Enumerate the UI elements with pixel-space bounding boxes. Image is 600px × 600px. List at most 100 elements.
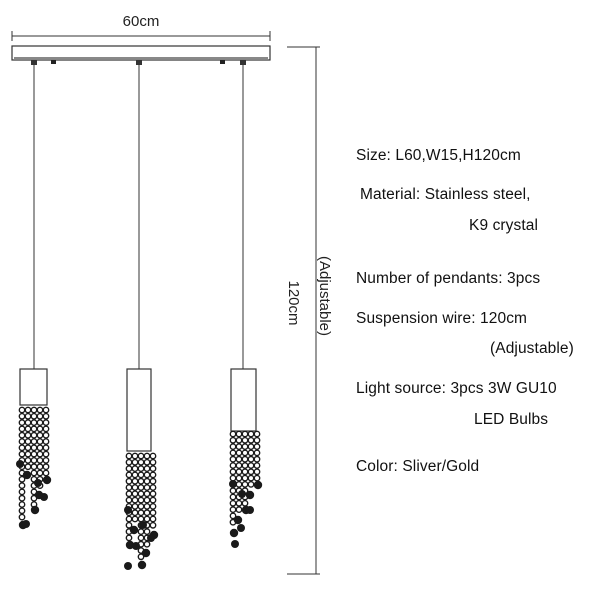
crystal-bead — [131, 509, 139, 517]
crystal-bead — [36, 438, 44, 445]
crystal-bead — [149, 502, 157, 510]
crystal-bead — [149, 465, 157, 472]
crystal-bead — [42, 419, 50, 426]
crystal-bead — [143, 528, 151, 535]
crystal-drop — [233, 515, 243, 525]
crystal-bead — [235, 462, 243, 469]
crystal-bead — [253, 455, 261, 463]
height-label: 120cm — [285, 280, 302, 325]
crystal-bead — [30, 425, 38, 433]
spec-color: Color: Sliver/Gold — [356, 458, 480, 475]
crystal-bead — [36, 450, 44, 458]
crystal-drop — [238, 490, 246, 498]
crystal-bead — [36, 456, 44, 464]
crystal-bead — [42, 444, 50, 452]
crystal-bead — [241, 430, 249, 438]
crystal-bead — [149, 452, 157, 460]
crystal-bead — [143, 502, 151, 510]
crystal-bead — [229, 493, 237, 501]
crystal-strands-right — [229, 430, 263, 548]
crystal-bead — [229, 512, 237, 520]
crystal-bead — [253, 474, 261, 482]
crystal-bead — [125, 534, 133, 542]
crystal-bead — [42, 431, 50, 439]
crystal-bead — [18, 507, 26, 515]
crystal-bead — [149, 477, 157, 485]
crystal-bead — [149, 458, 157, 466]
crystal-drop — [124, 562, 132, 570]
spec-wire: Suspension wire: 120cm — [356, 310, 528, 327]
crystal-bead — [137, 490, 145, 498]
lamp-body-left — [19, 368, 48, 406]
crystal-bead — [30, 444, 38, 452]
crystal-bead — [229, 443, 237, 450]
crystal-bead — [229, 430, 237, 438]
crystal-bead — [125, 490, 133, 498]
crystal-bead — [131, 465, 139, 472]
crystal-bead — [18, 412, 26, 420]
crystal-bead — [30, 406, 38, 414]
crystal-drop — [22, 520, 30, 528]
crystal-bead — [42, 456, 50, 464]
spec-light-source-cont: LED Bulbs — [474, 411, 549, 428]
crystal-bead — [253, 468, 261, 476]
crystal-bead — [18, 406, 26, 414]
crystal-bead — [18, 475, 26, 483]
crystal-bead — [143, 484, 151, 491]
crystal-bead — [149, 484, 157, 491]
crystal-bead — [42, 469, 50, 477]
crystal-bead — [24, 444, 32, 452]
crystal-bead — [143, 471, 151, 479]
crystal-bead — [36, 469, 44, 477]
crystal-bead — [235, 455, 243, 463]
crystal-bead — [137, 484, 145, 491]
crystal-bead — [18, 419, 26, 426]
crystal-bead — [143, 452, 151, 460]
crystal-bead — [137, 465, 145, 472]
crystal-bead — [143, 515, 151, 523]
crystal-bead — [18, 513, 26, 521]
crystal-bead — [125, 471, 133, 479]
crystal-bead — [24, 450, 32, 458]
crystal-bead — [241, 455, 249, 463]
crystal-bead — [137, 509, 145, 517]
crystal-bead — [241, 443, 249, 450]
crystal-drop — [42, 475, 52, 485]
crystal-bead — [137, 496, 145, 504]
crystal-drop — [132, 542, 140, 550]
crystal-bead — [30, 431, 38, 439]
crystal-bead — [253, 430, 261, 438]
crystal-bead — [137, 452, 145, 460]
crystal-drop — [137, 560, 147, 570]
crystal-drop — [124, 506, 132, 514]
crystal-bead — [229, 487, 237, 495]
crystal-drop — [141, 548, 151, 558]
crystal-bead — [125, 515, 133, 523]
crystal-bead — [241, 480, 249, 488]
crystal-drop — [237, 524, 245, 532]
crystal-bead — [229, 455, 237, 463]
crystal-bead — [18, 494, 26, 502]
crystal-bead — [149, 490, 157, 498]
spec-material: Material: Stainless steel, — [360, 186, 531, 203]
spec-light-source: Light source: 3pcs 3W GU10 — [356, 380, 557, 397]
crystal-bead — [143, 477, 151, 485]
height-dimension: 120cm (Adjustable) — [285, 46, 333, 575]
crystal-bead — [253, 449, 261, 457]
crystal-bead — [125, 452, 133, 460]
crystal-bead — [36, 431, 44, 439]
canopy-screw-right — [220, 60, 225, 64]
crystal-bead — [247, 443, 255, 450]
crystal-bead — [131, 502, 139, 510]
crystal-bead — [125, 484, 133, 491]
crystal-strands-left — [16, 406, 52, 530]
crystal-bead — [18, 501, 26, 508]
width-label: 60cm — [123, 13, 160, 30]
crystal-bead — [143, 509, 151, 517]
crystal-bead — [229, 462, 237, 469]
crystal-bead — [241, 468, 249, 476]
crystal-bead — [30, 419, 38, 426]
width-dimension: 60cm — [11, 13, 271, 41]
crystal-bead — [235, 506, 243, 513]
